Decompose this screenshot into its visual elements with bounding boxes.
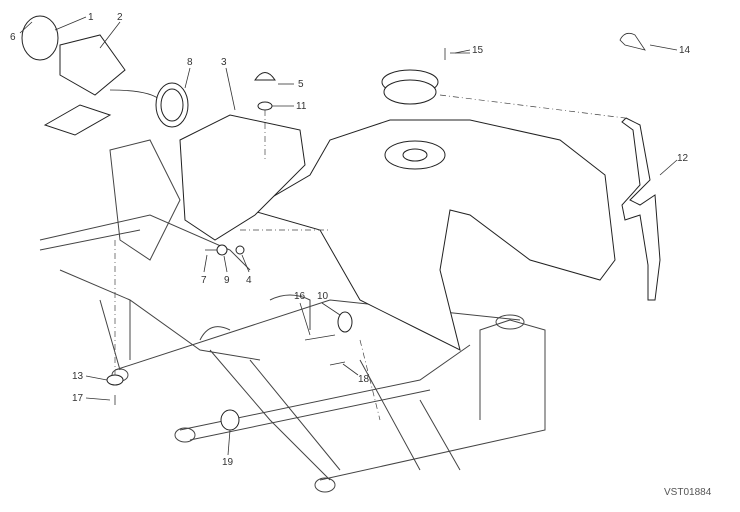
callout-9: 9	[224, 275, 230, 286]
motorcycle-frame	[39, 139, 546, 493]
assembly-lines	[114, 94, 626, 421]
callout-15: 15	[472, 45, 484, 56]
callout-3: 3	[221, 57, 227, 68]
callout-7: 7	[201, 275, 207, 286]
callout-1: 1	[88, 12, 94, 23]
callout-17: 17	[72, 393, 84, 404]
callout-11: 11	[296, 101, 307, 112]
callout-4: 4	[246, 275, 252, 286]
callout-10: 10	[317, 291, 329, 302]
fuel-tank	[179, 114, 616, 351]
callout-12: 12	[677, 153, 689, 164]
small-parts	[106, 32, 661, 431]
leader-lines	[19, 16, 678, 456]
callout-labels: 1 2 6 8 3 5 11 15 14 12 7 9 4 16 10 13 1…	[10, 12, 691, 468]
callout-18: 18	[358, 374, 370, 385]
diagram-code: VST01884	[664, 487, 712, 498]
callout-19: 19	[222, 457, 234, 468]
callout-2: 2	[117, 12, 123, 23]
callout-8: 8	[187, 57, 193, 68]
callout-6: 6	[10, 32, 16, 43]
callout-14: 14	[679, 45, 691, 56]
callout-13: 13	[72, 371, 84, 382]
callout-16: 16	[294, 291, 306, 302]
callout-5: 5	[298, 79, 304, 90]
fuel-pump	[21, 15, 189, 136]
